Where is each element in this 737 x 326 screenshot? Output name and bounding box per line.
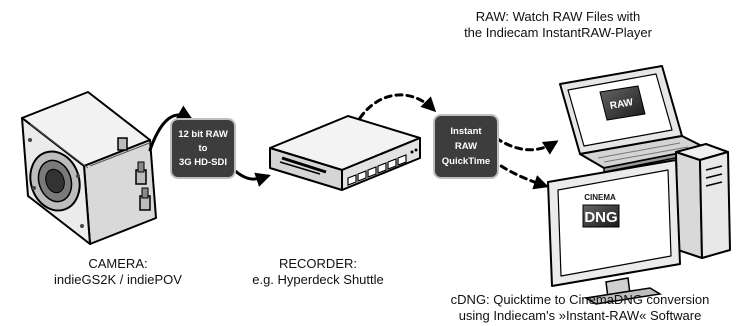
arrow-quicktime-to-laptop: [494, 136, 559, 155]
badge-12bit-line3: 3G HD-SDI: [179, 157, 227, 168]
raw-player-line1: RAW: Watch RAW Files with: [475, 9, 641, 24]
raw-player-logo: RAW: [599, 85, 646, 121]
dng-logo-text: DNG: [584, 209, 617, 226]
raw-logo-text: RAW: [609, 97, 634, 112]
arrow-recorder-to-quicktime: [358, 93, 437, 120]
camera-line2: indieGS2K / indiePOV: [54, 272, 182, 287]
arrow-converter-to-recorder: [232, 168, 271, 187]
cdng-caption: cDNG: Quicktime to CinemaDNG conversion …: [424, 292, 736, 324]
recorder-line1: RECORDER:: [278, 256, 357, 271]
badge-instant-line2: RAW: [455, 141, 477, 152]
badge-12bit-raw: 12 bit RAW to 3G HD-SDI: [170, 118, 236, 179]
arrow-camera-to-converter: [148, 105, 193, 152]
raw-player-line2: the Indiecam InstantRAW-Player: [464, 25, 652, 40]
recorder-illustration: [269, 115, 421, 191]
camera-connectors: [117, 137, 151, 211]
badge-12bit-line2: to: [199, 143, 208, 154]
raw-player-caption: RAW: Watch RAW Files with the Indiecam I…: [433, 9, 683, 41]
laptop-illustration: RAW: [559, 65, 707, 173]
camera-illustration: [21, 91, 157, 245]
flow-arrows: [148, 93, 559, 190]
camera-caption: CAMERA: indieGS2K / indiePOV: [38, 256, 198, 288]
badge-instant-line1: Instant: [450, 126, 482, 137]
arrow-quicktime-to-desktop: [490, 158, 549, 190]
recorder-caption: RECORDER: e.g. Hyperdeck Shuttle: [228, 256, 408, 288]
recorder-buttons: [347, 154, 407, 186]
camera-line1: CAMERA:: [88, 256, 148, 271]
recorder-line2: e.g. Hyperdeck Shuttle: [252, 272, 384, 287]
desktop-illustration: CINEMA DNG: [547, 143, 731, 305]
cinemadng-logo: CINEMA DNG: [582, 193, 620, 228]
cdng-line1: cDNG: Quicktime to CinemaDNG conversion: [450, 292, 710, 307]
badge-instant-raw: Instant RAW QuickTime: [433, 114, 499, 179]
badge-instant-line3: QuickTime: [442, 156, 490, 167]
badge-12bit-line1: 12 bit RAW: [178, 129, 228, 140]
cdng-line2: using Indiecam's »Instant-RAW« Software: [458, 308, 702, 323]
cinema-logo-text: CINEMA: [584, 193, 616, 202]
